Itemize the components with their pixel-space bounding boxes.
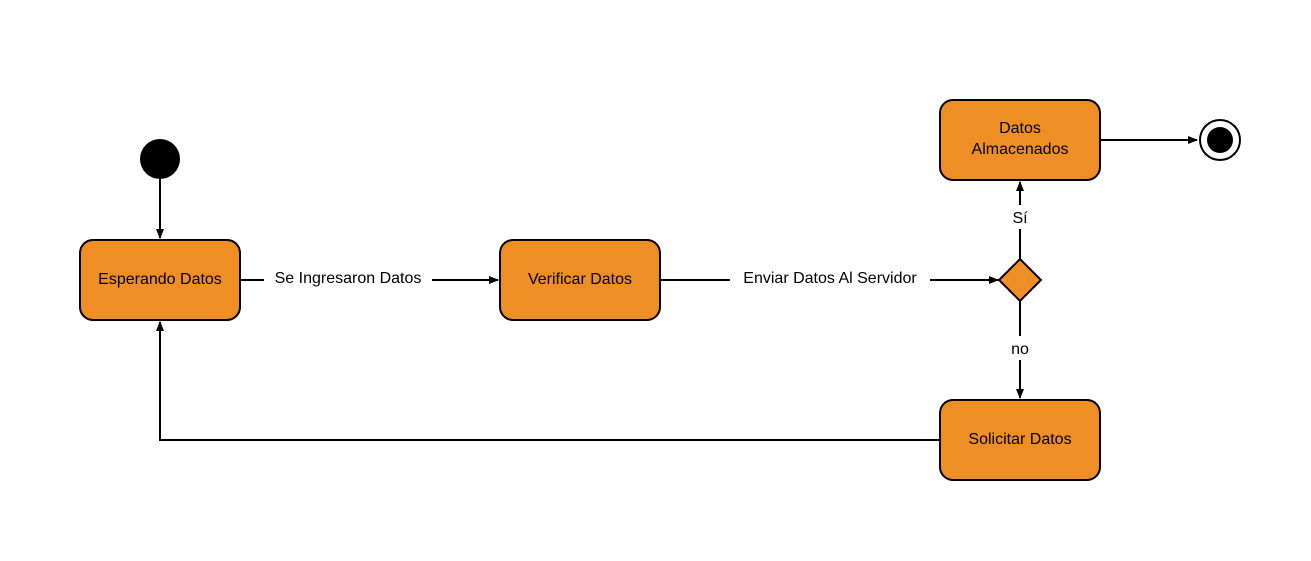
state-solicitar-datos: Solicitar Datos bbox=[939, 399, 1101, 481]
final-node-dot bbox=[1207, 127, 1233, 153]
initial-node bbox=[140, 139, 180, 179]
state-esperando-datos: Esperando Datos bbox=[79, 239, 241, 321]
edge-solicitar-to-esperando bbox=[156, 321, 940, 441]
state-box bbox=[499, 239, 661, 321]
state-label-line2: Almacenados bbox=[972, 141, 1069, 158]
state-label: Solicitar Datos bbox=[968, 431, 1071, 448]
state-box bbox=[939, 99, 1101, 181]
state-datos-almacenados: Datos Almacenados bbox=[939, 99, 1101, 181]
edge-label-bg bbox=[730, 266, 930, 288]
state-label: Verificar Datos bbox=[528, 271, 632, 288]
state-box bbox=[939, 399, 1101, 481]
edge-label-se-ingresaron-datos: Se Ingresaron Datos bbox=[275, 270, 422, 287]
state-box bbox=[79, 239, 241, 321]
state-label-line1: Datos bbox=[999, 120, 1041, 137]
edge-label-bg bbox=[264, 266, 432, 288]
decision-node bbox=[997, 257, 1043, 303]
edge-label-no: no bbox=[1011, 341, 1029, 358]
state-verificar-datos: Verificar Datos bbox=[499, 239, 661, 321]
edge-label-bg bbox=[1006, 336, 1034, 360]
edge-label-enviar-datos-al-servidor: Enviar Datos Al Servidor bbox=[743, 270, 917, 287]
state-label: Esperando Datos bbox=[98, 271, 222, 288]
edge-label-si: Sí bbox=[1012, 210, 1028, 227]
final-node bbox=[1199, 119, 1241, 161]
edge-label-bg bbox=[1008, 205, 1032, 229]
